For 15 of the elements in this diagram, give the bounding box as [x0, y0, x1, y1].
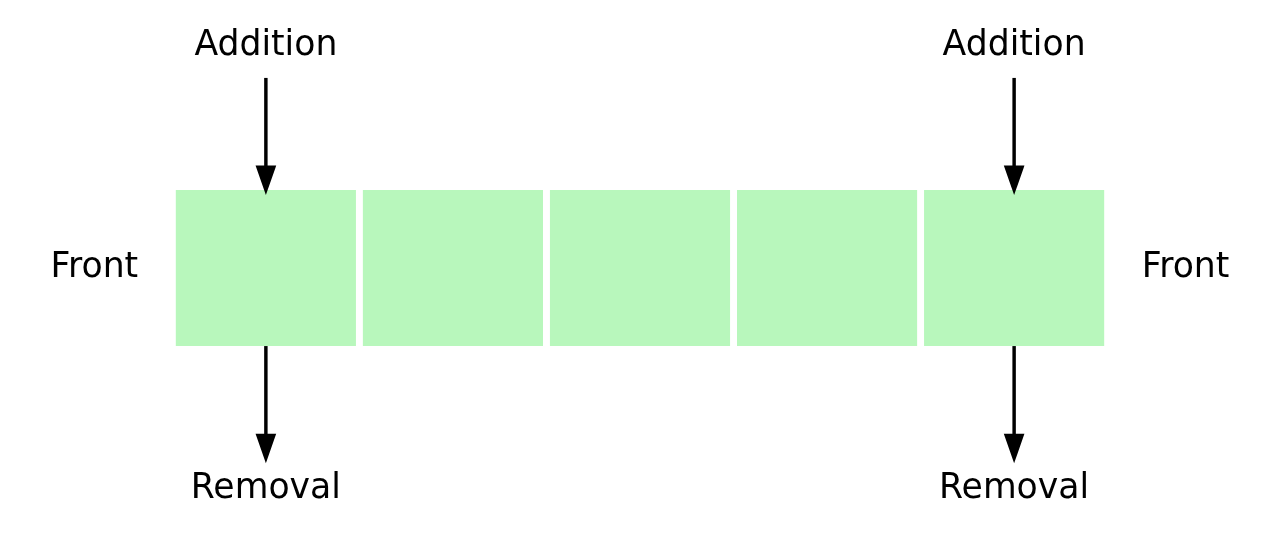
arrow [1003, 346, 1025, 464]
arrow [255, 346, 277, 464]
label: Front [1141, 244, 1230, 285]
node-text: Addition [194, 22, 338, 63]
node-text: Removal [190, 466, 341, 507]
arrow [1003, 77, 1025, 196]
node-box [924, 190, 1105, 346]
node-text: Removal [939, 466, 1090, 507]
node-box [549, 190, 731, 346]
node-box [362, 190, 543, 346]
node-text: Addition [942, 22, 1086, 63]
label: Front [50, 244, 139, 285]
arrow [255, 77, 277, 196]
node-box [175, 190, 356, 346]
node-box [737, 190, 918, 346]
